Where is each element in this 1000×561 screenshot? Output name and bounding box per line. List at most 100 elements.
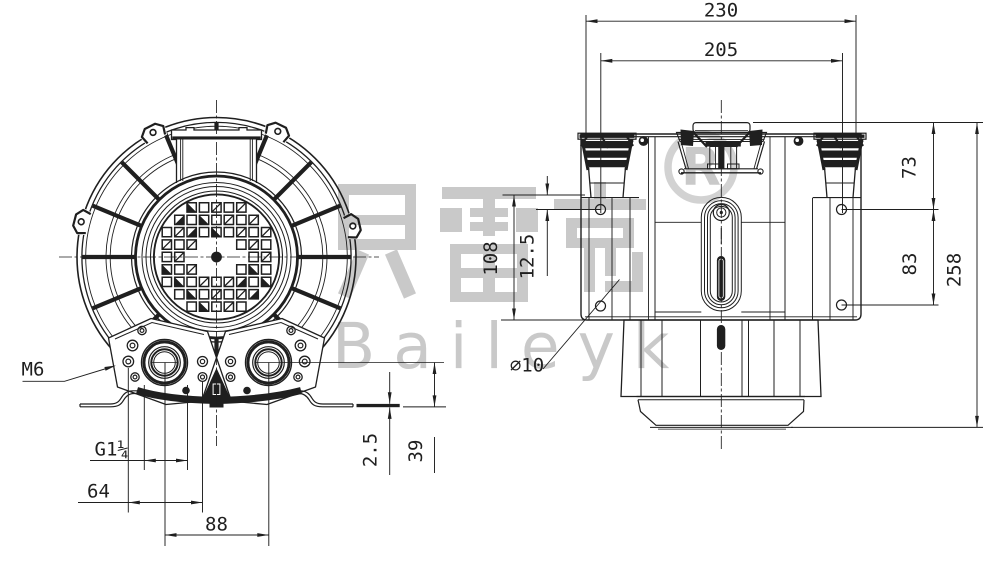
dim-hole-dia: ⌀10 — [510, 279, 620, 377]
port-neck — [587, 167, 627, 198]
dim-arrowhead — [512, 308, 516, 320]
label-flange_top_to_hole: 12.5 — [517, 234, 539, 280]
dim-lines-205 — [600, 53, 843, 213]
dim-lines-230 — [585, 15, 857, 135]
dim-arrowhead — [600, 58, 613, 63]
drain-hole — [182, 386, 190, 395]
port-straps — [580, 132, 634, 149]
dimensions: 230 205 73 83 258 12.5 108 ⌀10 G1¼ 64 88… — [22, 0, 983, 546]
port-barbs — [816, 141, 864, 168]
left-flange-contour — [114, 321, 205, 340]
dim-arrowhead — [831, 58, 843, 63]
port-ring-heavy — [142, 340, 187, 385]
bolt-hole — [293, 372, 303, 382]
bolt-hole-bore — [227, 374, 234, 380]
label-overall_width: 230 — [704, 0, 738, 22]
cartridge-lines — [715, 146, 732, 169]
cartridge-tab — [707, 163, 720, 170]
dim-arrowhead — [432, 395, 437, 407]
bolt-hole-bore — [132, 374, 138, 380]
dim-mount-thread: M6 — [22, 359, 116, 382]
dim-port-to-base: 39 — [403, 362, 446, 473]
dim-port-thread: G1¼ — [90, 439, 188, 463]
watermark-char-bei — [338, 184, 416, 299]
dim-hole-spacing: 83 — [899, 209, 936, 305]
right-extension-lines — [753, 122, 983, 428]
dim-arrowhead — [975, 122, 979, 134]
port-ring — [140, 338, 189, 387]
label-port_span: 88 — [205, 514, 228, 536]
bolt-hole — [137, 325, 147, 336]
bolt-hole — [126, 339, 139, 352]
dim-arrowhead — [176, 458, 188, 463]
dim-arrowhead — [144, 458, 156, 463]
dim-arrowhead — [432, 362, 437, 374]
pump-section-seams — [648, 136, 771, 320]
bolt-hole-bore — [139, 328, 145, 334]
watermark-latin: Baileyk — [332, 310, 687, 383]
bolt-hole-bore — [288, 328, 294, 334]
cartridge-tab — [727, 163, 740, 170]
bolt-hole-bore — [199, 374, 206, 380]
dim-arrowhead — [545, 183, 550, 195]
pump-horizontal-seams — [655, 221, 785, 313]
bolt-hole — [298, 355, 311, 368]
label-hole_spacing: 83 — [899, 253, 921, 276]
dim-arrowhead — [257, 533, 269, 537]
dim-plate-thickness: 2.5 — [360, 372, 392, 475]
right-foot-top — [291, 390, 353, 405]
dim-arrowhead — [931, 209, 936, 221]
left-foot-bottom — [80, 392, 141, 408]
label-mount_hole_dia: ⌀10 — [510, 355, 544, 377]
bolt-hole — [196, 355, 209, 368]
side-view — [577, 100, 867, 450]
right-foot-bottom — [292, 392, 353, 408]
motor-panel-seams — [640, 320, 801, 397]
cover-lug — [343, 213, 362, 239]
grille-square-fills — [162, 202, 271, 312]
registered-r: R — [681, 138, 721, 198]
dim-arrowhead — [931, 198, 936, 210]
label-port_center_to_base: 39 — [405, 440, 427, 463]
port-ring — [148, 346, 181, 379]
leader-mount-thread — [22, 365, 115, 382]
pump-section-edges — [654, 136, 786, 320]
dim-arrowhead — [931, 122, 936, 134]
dim-arrowhead — [387, 407, 392, 419]
bolt-hole-bore — [199, 358, 206, 365]
cap-clamps — [680, 129, 763, 146]
bolt-hole-bore — [125, 358, 132, 365]
port-rim-band — [579, 134, 635, 138]
mounting-feet — [79, 390, 400, 408]
left-extension-lines — [502, 194, 601, 210]
dim-arrowhead — [545, 209, 550, 221]
cap-skirt — [677, 141, 766, 170]
label-mount_thread: M6 — [22, 359, 45, 381]
port-straps — [816, 132, 864, 149]
dim-arrowhead — [387, 392, 392, 404]
leader-hole-dia — [542, 279, 620, 370]
port-rim — [577, 132, 637, 140]
dim-arrowhead — [165, 533, 177, 537]
label-overall_height: 258 — [944, 253, 966, 287]
bolt-hole-bore — [301, 358, 308, 365]
dim-arrowhead — [975, 415, 979, 428]
cap-foot — [757, 168, 764, 175]
port-rim — [813, 132, 867, 140]
dim-flange-to-hole: 12.5 — [517, 176, 550, 279]
cover-lugs — [72, 121, 362, 239]
drain-hole — [243, 386, 251, 395]
dim-arrowhead — [931, 293, 936, 305]
bolt-hole — [294, 339, 307, 352]
cover-bolt-highlight — [640, 138, 644, 142]
bolt-hole — [224, 355, 237, 368]
dim-flange-height: 108 — [480, 195, 585, 321]
dim-arrowhead — [844, 19, 856, 24]
right-flange-contour — [228, 321, 319, 340]
dim-foot-hole-span: 64 — [78, 481, 203, 505]
watermark-char-lei — [440, 187, 538, 302]
cover-lug — [264, 121, 291, 143]
foot-plate-section — [356, 403, 400, 408]
flange-bolt-holes — [122, 325, 311, 395]
